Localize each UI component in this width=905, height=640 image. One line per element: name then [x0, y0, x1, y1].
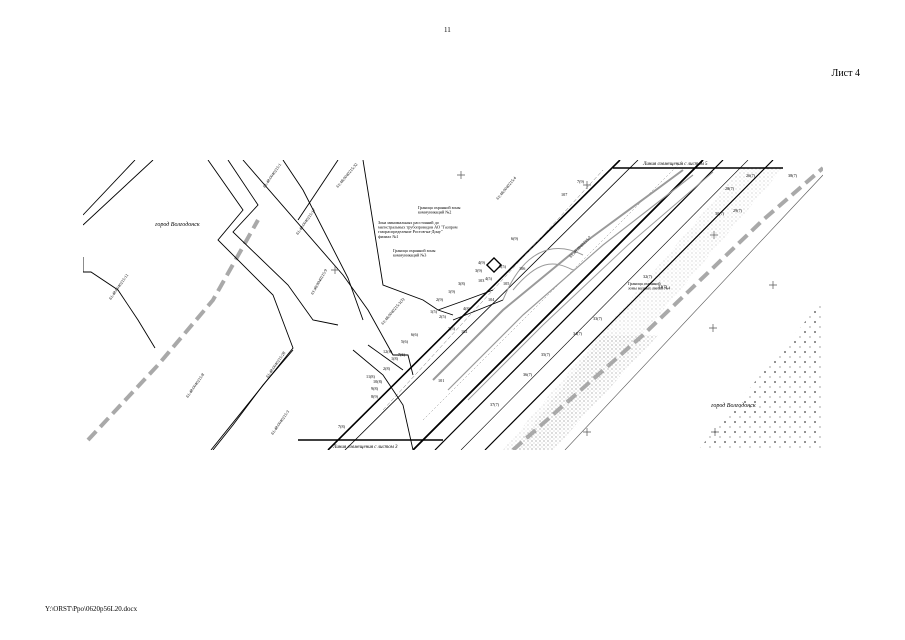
page-number: 11: [444, 26, 451, 34]
parcel-label: 61:48:0040215:4: [495, 175, 518, 201]
grid-crosses: [331, 171, 777, 436]
annotation-line: филиал №1: [378, 234, 398, 239]
annotation-line: коммуникаций №3: [393, 253, 426, 258]
point-label: 4(9): [478, 260, 486, 265]
point-label: 10(8): [373, 379, 383, 384]
point-label: 1(9): [448, 289, 456, 294]
parcel-label: 61:48:0040215:7: [568, 235, 592, 259]
point-label: 102: [461, 329, 467, 334]
point-label: 32(7): [643, 274, 653, 279]
point-label: 29(7): [733, 208, 743, 213]
cadastral-map: город Волгодонск город Волгодонск Линия …: [83, 160, 823, 450]
point-label: 26(7): [746, 173, 756, 178]
sheet-label: Лист 4: [831, 68, 860, 79]
point-label: 8(9): [371, 394, 379, 399]
point-label: 2(5): [439, 314, 447, 319]
point-label: 105: [503, 281, 509, 286]
city-label-east: город Волгодонск: [711, 402, 756, 409]
city-label-west: город Волгодонск: [155, 221, 200, 228]
dotted-zone-east: [698, 300, 823, 450]
point-label: 3(5): [448, 326, 456, 331]
file-path: Y:\ORST\Ppo\0620p56L20.docx: [45, 605, 138, 613]
parcel-label: 61:48:0040215:9: [310, 268, 329, 295]
point-label: 34(7): [573, 331, 583, 336]
point-label: 1(5): [430, 309, 438, 314]
parcel-label: 61:48:0040215:11: [108, 273, 130, 301]
match-line-bottom-label: Линия совмещения с листом 3: [332, 445, 398, 450]
annotation-line: коммуникаций №2: [418, 210, 451, 215]
parcel-label: 61:48:0040215:1(3): [380, 296, 406, 325]
point-label: 28(7): [725, 186, 735, 191]
point-label: 3(8): [458, 281, 466, 286]
parcel-boundaries: [83, 160, 504, 450]
point-label: 4(5): [485, 276, 493, 281]
match-line-top-label: Линия совмещения с листом 5: [642, 162, 708, 167]
dashed-boundary-east: [511, 166, 823, 450]
point-label: 11(8): [366, 374, 376, 379]
point-label: 4(8): [463, 306, 471, 311]
point-label: 107: [561, 192, 567, 197]
boundary-node: [485, 256, 503, 274]
hatched-corridor: [503, 168, 783, 450]
annotation-line: магистральных трубопроводов АО "Газпром: [378, 225, 458, 230]
point-label: 2(8): [383, 366, 391, 371]
point-label: 7(9): [577, 179, 585, 184]
point-label: 9(8): [371, 386, 379, 391]
point-label: 7(6): [398, 352, 406, 357]
dashed-boundary-west: [86, 219, 260, 442]
parcel-label: 61:48:0040215:3: [270, 409, 291, 435]
map-labels: город Волгодонск город Волгодонск Линия …: [108, 162, 798, 450]
point-label: 5(5): [499, 264, 507, 269]
point-label: 5(6): [401, 339, 409, 344]
point-label: 37(7): [490, 402, 500, 407]
point-label: 33(7): [593, 316, 603, 321]
point-label: 12(8): [383, 349, 393, 354]
point-label: 2(9): [436, 297, 444, 302]
point-label: 104: [488, 297, 495, 302]
point-label: 1(8): [391, 356, 399, 361]
point-label: 35(7): [541, 352, 551, 357]
point-label: 38(7): [788, 173, 798, 178]
map-content: [83, 160, 823, 450]
point-label: 31(7): [658, 284, 668, 289]
point-label: 7(8): [338, 424, 346, 429]
point-label: 106: [519, 266, 525, 271]
point-label: 6(6): [411, 332, 419, 337]
point-label: 103: [478, 278, 484, 283]
parcel-label: 61:48:0040215:8: [185, 372, 206, 398]
parcel-label: 61:48:0040215:28: [265, 351, 287, 379]
parcel-label: 61:48:0040215:32: [335, 162, 359, 189]
point-label: 101: [438, 378, 444, 383]
pipelines: [432, 169, 714, 401]
annotation-line: газораспределение Ростов-на-Дону": [378, 229, 443, 234]
point-label: 30(7): [715, 211, 725, 216]
point-label: 6(9): [511, 236, 519, 241]
parcel-label: 61:48:0040215:1: [262, 162, 283, 188]
point-label: 3(9): [475, 268, 483, 273]
point-label: 36(7): [523, 372, 533, 377]
corridor-lines: [327, 160, 823, 450]
annotation-line: зоны водных линий №4: [628, 286, 671, 291]
